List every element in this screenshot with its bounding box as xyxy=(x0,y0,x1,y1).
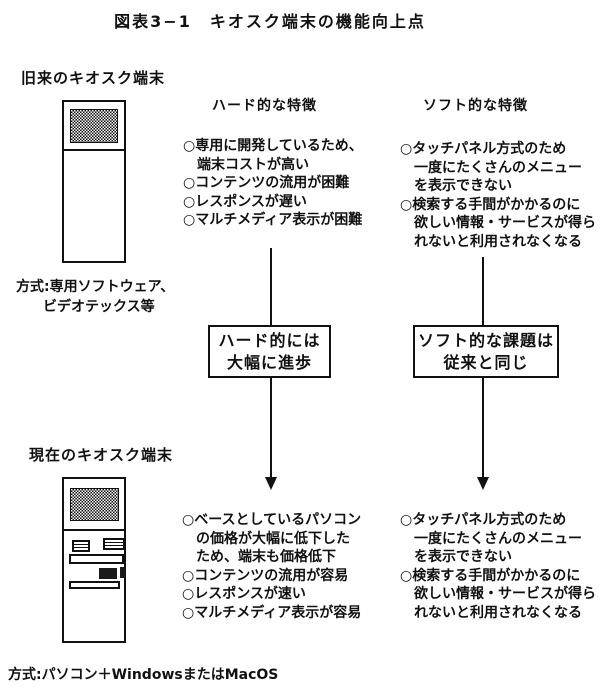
list-line: ○検索する手間がかかるのに xyxy=(400,196,581,213)
list-line: 一度にたくさんのメニュー xyxy=(414,530,582,547)
old-method-caption: 方式:専用ソフトウェア、 ビデオテックス等 xyxy=(16,277,174,317)
hardware-conclusion-box: ハード的には 大幅に進歩 xyxy=(208,325,331,378)
kiosk-card-reader xyxy=(99,568,117,579)
kiosk-screen xyxy=(70,488,119,521)
software-arrow-line xyxy=(482,378,484,477)
kiosk-screen xyxy=(70,109,118,143)
kiosk-divider xyxy=(64,149,124,151)
list-line: ○ベースとしているパソコン xyxy=(182,512,362,528)
kiosk-divider xyxy=(64,529,124,531)
list-line: の価格が大幅に低下した xyxy=(196,530,350,547)
hardware-connector-line xyxy=(270,248,272,325)
list-line: ○コンテンツの流用が困難 xyxy=(183,175,350,191)
list-line: ○専用に開発しているため、 xyxy=(183,138,363,154)
new-kiosk-icon xyxy=(62,477,126,643)
kiosk-slot xyxy=(69,554,124,564)
new-method-line: 方式:パソコン＋WindowsまたはMacOS xyxy=(8,667,279,683)
old-kiosk-icon xyxy=(62,100,126,263)
old-software-list: ○タッチパネル方式のため 一度にたくさんのメニュー を表示できない ○検索する手… xyxy=(400,140,596,251)
new-hardware-list: ○ベースとしているパソコン の価格が大幅に低下した ため、端末も価格低下 ○コン… xyxy=(182,511,361,622)
kiosk-slot xyxy=(69,581,120,589)
new-software-list: ○タッチパネル方式のため 一度にたくさんのメニュー を表示できない ○検索する手… xyxy=(400,511,596,622)
kiosk-button-panel xyxy=(103,538,125,550)
figure-title: 図表3−1 キオスク端末の機能向上点 xyxy=(114,12,426,31)
list-line: ため、端末も価格低下 xyxy=(196,549,336,565)
old-method-line1: 方式:専用ソフトウェア、 xyxy=(16,279,175,295)
kiosk-indicator xyxy=(120,567,125,578)
software-conclusion-box: ソフト的な課題は 従来と同じ xyxy=(413,325,559,378)
old-terminal-label: 旧来のキオスク端末 xyxy=(21,69,166,87)
list-line: ○検索する手間がかかるのに xyxy=(400,567,581,584)
list-line: れないと利用されなくなる xyxy=(414,604,582,621)
list-line: を表示できない xyxy=(414,549,512,565)
list-line: 一度にたくさんのメニュー xyxy=(414,159,582,176)
list-line: 欲しい情報・サービスが得ら xyxy=(414,586,596,602)
list-line: ○レスポンスが遅い xyxy=(183,193,307,210)
list-line: ○マルチメディア表示が困難 xyxy=(183,212,363,228)
kiosk-button-panel xyxy=(72,540,90,552)
list-line: ○マルチメディア表示が容易 xyxy=(182,604,362,621)
list-line: ○レスポンスが速い xyxy=(182,586,306,602)
box-line: ハード的には xyxy=(218,330,321,350)
hardware-arrow-line xyxy=(270,378,272,477)
list-line: れないと利用されなくなる xyxy=(414,233,582,250)
old-hardware-list: ○専用に開発しているため、 端末コストが高い ○コンテンツの流用が困難 ○レスポ… xyxy=(183,137,363,230)
new-terminal-label: 現在のキオスク端末 xyxy=(29,446,174,464)
hardware-column-header: ハード的な特徴 xyxy=(212,98,317,114)
box-line: 大幅に進歩 xyxy=(226,352,312,372)
list-line: を表示できない xyxy=(414,178,512,194)
list-line: 欲しい情報・サービスが得ら xyxy=(414,215,596,231)
list-line: 端末コストが高い xyxy=(197,156,309,173)
software-arrow-head-icon xyxy=(477,477,489,490)
list-line: ○タッチパネル方式のため xyxy=(400,512,567,528)
software-column-header: ソフト的な特徴 xyxy=(423,98,528,114)
old-method-line2: ビデオテックス等 xyxy=(43,299,155,315)
hardware-arrow-head-icon xyxy=(265,477,277,490)
new-method-caption: 方式:パソコン＋WindowsまたはMacOS xyxy=(8,665,278,685)
box-line: 従来と同じ xyxy=(443,352,529,372)
list-line: ○タッチパネル方式のため xyxy=(400,141,567,157)
software-connector-line xyxy=(482,257,484,325)
list-line: ○コンテンツの流用が容易 xyxy=(182,567,349,584)
box-line: ソフト的な課題は xyxy=(417,330,554,350)
